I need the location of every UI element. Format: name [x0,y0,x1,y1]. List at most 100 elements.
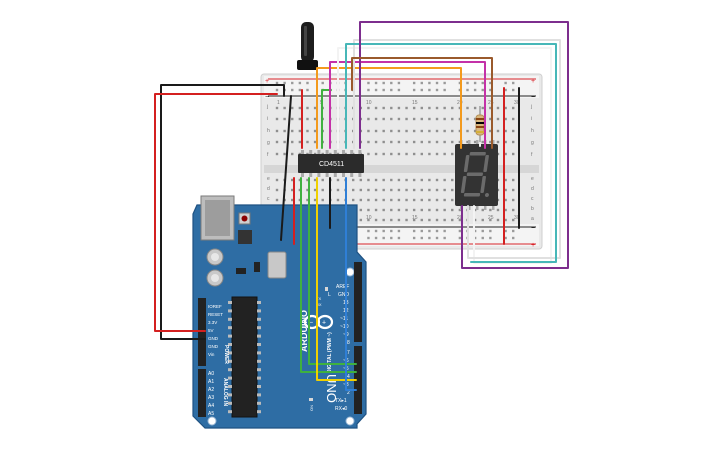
wire-purple[interactable] [359,21,569,269]
chip-pin [228,376,232,380]
breadboard-hole [321,188,324,192]
breadboard-hole [435,129,439,133]
wire-red-5v[interactable] [154,93,278,332]
breadboard-hole [443,140,446,144]
breadboard-hole [458,208,462,212]
rail-hole [443,81,446,85]
breadboard-hole [313,129,317,133]
breadboard-hole [504,140,507,144]
breadboard-hole [435,218,439,222]
rail-hole [481,236,484,240]
breadboard-hole [306,188,309,192]
wire-green-2[interactable] [308,177,357,365]
rail-hole [435,236,439,240]
rail-hole [512,88,515,92]
rail-hole [458,236,462,240]
rail-hole [382,229,385,233]
breadboard-hole [420,117,423,121]
breadboard-hole [291,117,294,121]
wire-yellow[interactable] [316,177,357,381]
rail-hole [321,81,324,85]
breadboard-hole [306,178,309,182]
wire-magenta[interactable] [329,61,486,149]
breadboard-hole [283,140,286,144]
rail-hole [443,229,446,233]
cd4511-pins [301,150,362,177]
seven-segment-display[interactable] [455,140,498,210]
breadboard-hole [473,117,477,121]
breadboard-hole [298,140,302,144]
ic-pin [301,150,304,155]
breadboard-hole [390,188,393,192]
ic-pin [350,150,354,155]
breadboard-hole [390,106,393,110]
wire-green-3[interactable] [300,177,357,373]
breadboard-hole [390,129,393,133]
breadboard-hole [313,198,317,202]
chip-pin [228,385,232,388]
breadboard-hole [443,117,446,121]
wire-brown[interactable] [351,57,493,149]
breadboard-hole [367,188,370,192]
breadboard-hole [443,188,446,192]
capacitor-top [211,253,219,261]
ic-pin [301,172,304,177]
wire-white-1[interactable] [337,47,552,264]
wire-green-1[interactable] [321,89,332,149]
breadboard-hole [374,178,378,182]
breadboard-hole [291,106,294,110]
arduino-uno-board[interactable]: − + ARDUINO UNO ON L TX RX IOREF RESET 3… [192,195,367,429]
mounting-hole [345,267,355,277]
mounting-hole [207,416,217,426]
rail-hole [504,88,507,92]
row-letter: i [267,116,268,122]
wire-orange[interactable] [316,67,462,149]
breadboard-hole [367,198,370,202]
row-letter: e [267,176,270,182]
breadboard-hole [275,106,279,110]
breadboard-hole [367,178,370,182]
chip-pin [257,410,261,414]
potentiometer[interactable] [297,22,318,70]
chip-pin [257,326,261,330]
cd4511-decoder-chip[interactable]: CD4511 [298,150,364,177]
rail-hole [390,81,393,85]
atmega-pins [228,301,261,414]
segment-b [483,155,489,172]
breadboard-hole [359,188,363,192]
analog-pin-label: A5 [208,411,214,417]
wire-teal[interactable] [345,43,557,263]
breadboard-hole [496,218,500,222]
breadboard-hole [481,218,484,222]
wire-black-rail-jumper[interactable] [280,95,292,241]
breadboard-hole [428,198,431,202]
l-led [325,287,328,291]
rail-hole [374,229,378,233]
breadboard-hole [512,188,515,192]
rail-hole [428,229,431,233]
breadboard-hole [458,129,462,133]
breadboard-hole [298,106,302,110]
breadboard-hole [390,152,393,156]
breadboard-hole [313,188,317,192]
breadboard-hole [489,129,492,133]
breadboard-hole [412,140,416,144]
breadboard-hole [451,178,454,182]
rail-hole [298,88,302,92]
svg-text:+: + [322,320,326,327]
breadboard-hole [443,178,446,182]
breadboard-hole [382,198,385,202]
display-pin [492,205,495,210]
wire-blue[interactable] [345,177,357,391]
chip-pin [257,376,261,380]
power-title: POWER [223,345,229,364]
wire-black-gnd[interactable] [160,84,285,340]
breadboard-hole [435,140,439,144]
column-number: 15 [412,215,418,221]
breadboard-hole [443,218,446,222]
row-letter: f [267,152,269,158]
breadboard-hole [405,117,408,121]
smd-part [254,262,260,272]
breadboard-hole [420,208,423,212]
